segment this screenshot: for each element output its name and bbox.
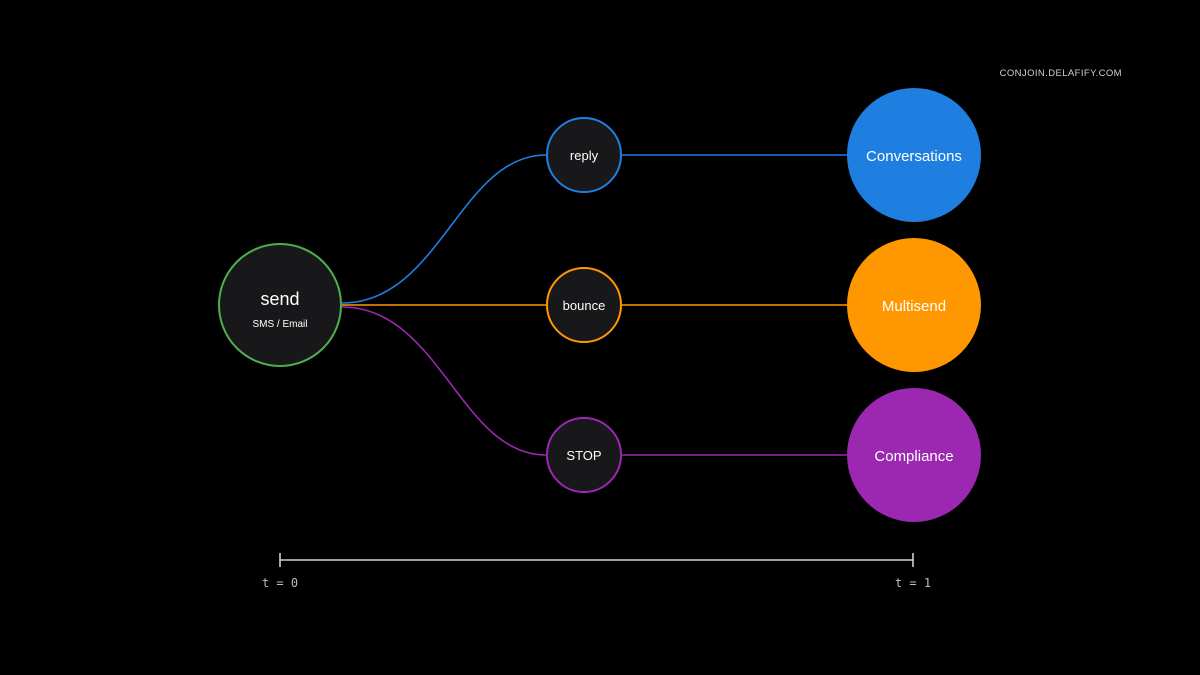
edge-send-to-reply (341, 154, 547, 304)
source-label: send (260, 289, 299, 309)
timeline: t = 0 t = 1 (262, 553, 931, 590)
timeline-start-label: t = 0 (262, 576, 298, 590)
event-node-reply: reply (546, 117, 622, 193)
event-node-bounce: bounce (546, 267, 622, 343)
outcome-label-compliance: Compliance (874, 448, 953, 465)
event-label-stop: STOP (566, 448, 601, 463)
outcome-label-conversations: Conversations (866, 148, 962, 165)
source-sublabel: SMS / Email (252, 319, 307, 330)
brand-url: CONJOIN.DELAFIFY.COM (999, 68, 1122, 79)
timeline-end-label: t = 1 (895, 576, 931, 590)
outcome-node-conversations: Conversations (847, 88, 981, 222)
edge-send-to-stop (341, 306, 547, 456)
source-node: send SMS / Email (218, 243, 342, 367)
outcome-label-multisend: Multisend (882, 298, 946, 315)
event-label-bounce: bounce (563, 298, 606, 313)
outcome-node-multisend: Multisend (847, 238, 981, 372)
outcome-node-compliance: Compliance (847, 388, 981, 522)
event-label-reply: reply (570, 148, 599, 163)
event-node-stop: STOP (546, 417, 622, 493)
